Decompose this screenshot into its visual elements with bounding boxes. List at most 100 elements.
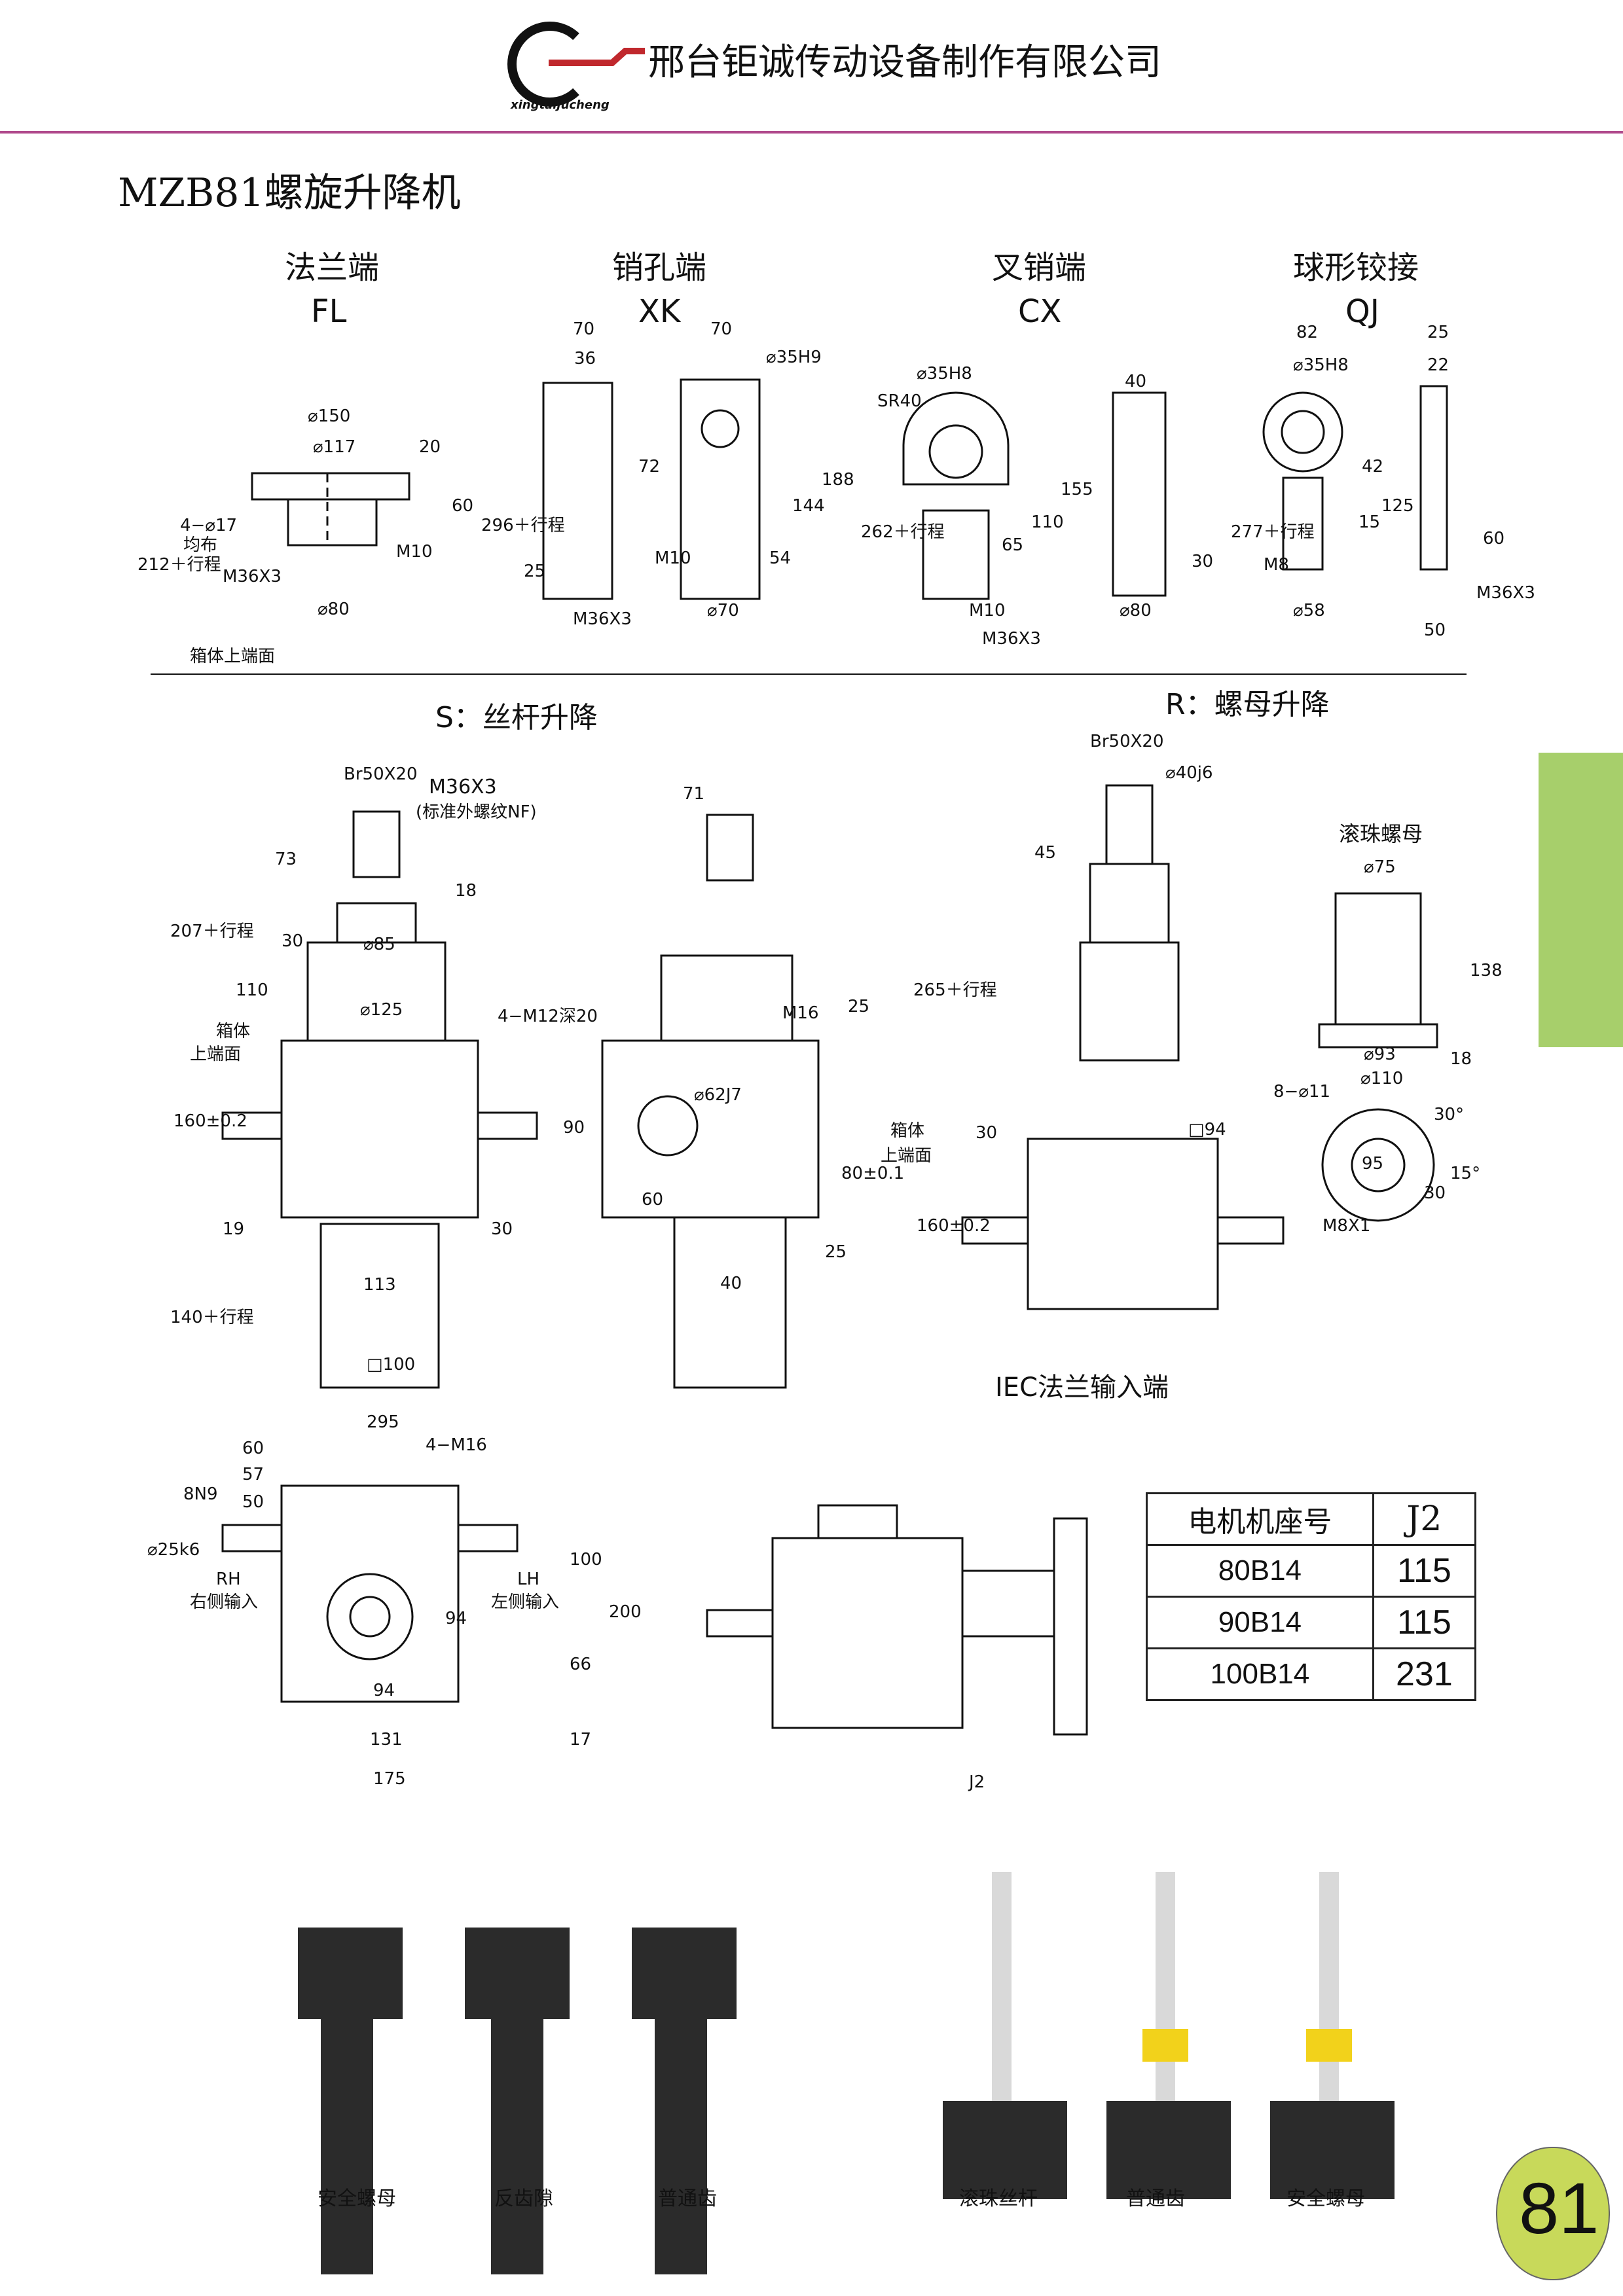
dim-label: 188 [822,470,854,490]
dim-label: 4−M16 [426,1435,487,1455]
dim-label: ⌀62J7 [694,1085,742,1105]
dim-label: 125 [1381,496,1414,516]
end-type-qj-code: QJ [1345,293,1379,330]
photo-caption: 普通齿 [658,2187,717,2210]
dim-label: M36X3 [223,567,282,586]
photo-caption: 安全螺母 [1286,2187,1365,2210]
dim-label: 295 [367,1412,399,1432]
dim-label: 17 [570,1730,592,1749]
dim-label: M36X3 [573,609,632,629]
page-title: MZB81螺旋升降机 [118,170,461,216]
dim-label: 4−⌀17 [180,516,238,535]
dim-label: ⌀58 [1293,601,1325,620]
dim-label: 265＋行程 [913,980,997,1000]
dim-label: 95 [1362,1154,1384,1174]
photo-caption: 普通齿 [1126,2187,1185,2210]
dim-label: 18 [1450,1049,1472,1069]
dim-label: 20 [419,437,441,457]
dim-label: 40 [720,1274,742,1293]
dim-label: ⌀75 [1364,857,1396,877]
dim-label: 30 [491,1219,513,1239]
dim-label: 19 [223,1219,245,1239]
table-cell: 115 [1372,1596,1477,1649]
dim-label: 94 [445,1609,467,1628]
dim-label: M36X3 [429,776,497,798]
table-row: 90B14 115 [1146,1596,1477,1649]
dim-label: 15° [1450,1164,1481,1183]
dim-label: 右侧输入 [190,1592,259,1612]
dim-label: M10 [969,601,1006,620]
dim-label: 50 [242,1492,264,1512]
dim-label: ⌀35H8 [1293,355,1349,375]
logo-text: xingtaijucheng [511,98,610,112]
dim-label: 70 [710,319,733,339]
dim-label: ⌀35H9 [766,348,822,367]
dim-label: M10 [655,548,691,568]
dim-label: M10 [396,542,433,562]
baseline-label: 箱体上端面 [190,647,276,666]
dim-label: ⌀125 [360,1000,403,1020]
section-r-title: R：螺母升降 [1165,688,1330,721]
dim-label: M36X3 [1476,583,1535,603]
dim-label: J2 [969,1772,985,1792]
dim-label: 65 [1002,535,1024,555]
dim-label: 45 [1034,843,1057,863]
dim-label: ⌀150 [308,406,351,426]
dim-label: 15 [1359,512,1381,532]
table-header-cell: J2 [1372,1492,1477,1546]
page-number-badge [1496,2147,1610,2280]
dim-label: LH [517,1570,540,1589]
photo-caption: 滚珠丝杆 [959,2187,1038,2210]
dim-label: 箱体 [216,1022,251,1041]
dim-label: ⌀93 [1364,1045,1396,1064]
iec-title: IEC法兰输入端 [995,1372,1169,1403]
dim-label: 25 [848,997,870,1016]
dim-label: 73 [275,850,297,869]
dim-label: 22 [1427,355,1450,375]
dim-label: □94 [1188,1120,1226,1139]
end-type-xk-cn: 销孔端 [612,249,707,286]
dim-label: 36 [574,349,596,368]
table-header-cell: 电机机座号 [1146,1492,1374,1546]
dim-label: 均布 [183,535,218,555]
dim-label: 40 [1125,372,1147,391]
dim-label: ⌀25k6 [147,1540,200,1560]
table-cell: 100B14 [1146,1647,1374,1701]
dim-label: 140＋行程 [170,1308,254,1327]
dim-label: 72 [638,457,661,476]
dim-label: 30 [1424,1183,1446,1203]
end-type-xk-code: XK [638,293,681,330]
end-type-fl-cn: 法兰端 [285,249,380,286]
ball-nut-title: 滚珠螺母 [1339,821,1423,846]
photo-caption: 安全螺母 [318,2187,396,2210]
dim-label: 160±0.2 [173,1111,247,1131]
dim-label: 42 [1362,457,1384,476]
dim-label: 60 [452,496,474,516]
dim-label: M16 [782,1003,819,1023]
dim-label: 箱体 [890,1121,925,1141]
dim-label: RH [216,1570,241,1589]
dim-label: 175 [373,1769,406,1789]
table-cell: 115 [1372,1544,1477,1598]
page-number: 81 [1519,2168,1599,2249]
dim-label: 25 [1427,323,1450,342]
dim-label: (标准外螺纹NF) [416,802,537,822]
dim-label: 160±0.2 [917,1216,991,1236]
dim-label: 30 [282,931,304,951]
company-name: 邢台钜诚传动设备制作有限公司 [648,41,1161,84]
dim-label: M8 [1264,555,1289,575]
dim-label: ⌀70 [707,601,739,620]
end-type-qj-cn: 球形铰接 [1293,249,1419,286]
dim-label: 上端面 [190,1045,242,1064]
dim-label: 30° [1434,1105,1465,1124]
dim-label: 82 [1296,323,1319,342]
dim-label: 50 [1424,620,1446,640]
photo-caption: 反齿隙 [494,2187,553,2210]
dim-label: 207＋行程 [170,922,254,941]
dim-label: ⌀35H8 [917,364,972,384]
dim-label: 90 [563,1118,585,1138]
header-divider [0,131,1623,134]
dim-label: 212＋行程 [137,555,221,575]
motor-frame-table: 电机机座号 J2 80B14 115 90B14 115 100B14 231 [1146,1492,1477,1701]
dim-label: □100 [367,1355,416,1374]
